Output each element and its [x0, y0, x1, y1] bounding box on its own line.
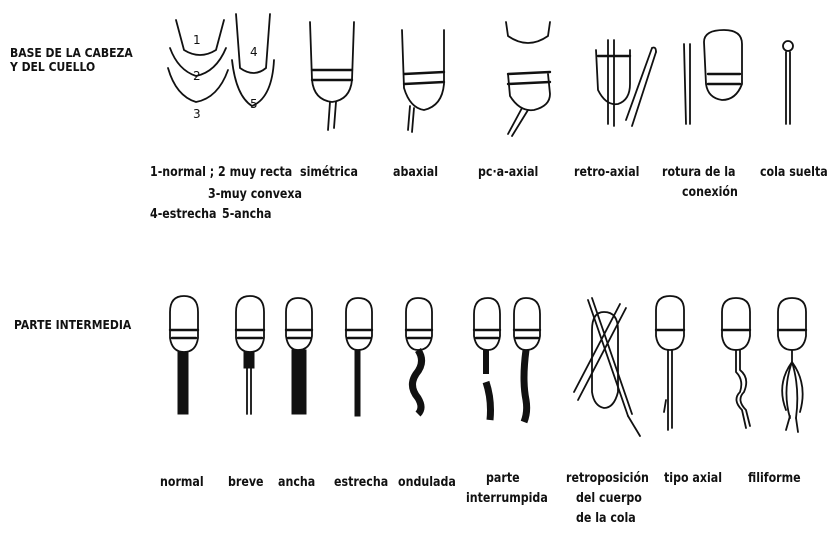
label-breve: breve — [228, 474, 264, 491]
base-number-4: 4 — [250, 45, 258, 59]
base-shape-normal-figure: 1 2 3 — [168, 20, 228, 121]
base-shape-narrow-wide-figure: 4 5 — [232, 14, 274, 111]
head-cola-suelta-figure — [783, 41, 793, 124]
head-paraaxial-figure — [506, 22, 550, 136]
head-abaxial-figure — [402, 30, 444, 132]
label-cola-suelta: cola suelta — [760, 164, 828, 181]
label-ondulada: ondulada — [398, 474, 456, 491]
label-retro-line3: de la cola — [576, 510, 636, 527]
midpiece-normal-figure — [170, 296, 198, 414]
midpiece-ancha-figure — [286, 298, 312, 414]
base-number-5: 5 — [250, 97, 258, 111]
label-ancha: ancha — [278, 474, 315, 491]
label-retroaxial: retro-axial — [574, 164, 639, 181]
midpiece-interrumpida-figure — [474, 298, 540, 422]
midpiece-tipo-axial-figure — [656, 296, 684, 430]
head-retroaxial-figure — [596, 40, 656, 126]
label-filiforme: filiforme — [748, 470, 801, 487]
base-number-2: 2 — [193, 69, 201, 83]
midpiece-retroposicion-figure — [574, 298, 640, 436]
head-simetrica-figure — [310, 22, 354, 130]
label-rotura-line2: conexión — [682, 184, 738, 201]
label-parte-line1: parte — [486, 470, 520, 487]
label-simetrica: simétrica — [300, 164, 358, 181]
midpiece-coiled-figure — [722, 298, 750, 428]
legend-line4: 5-ancha — [222, 206, 271, 223]
legend-line2: 3-muy convexa — [208, 186, 302, 203]
label-paraaxial: pc·a-axial — [478, 164, 538, 181]
midpiece-filiforme-figure — [778, 298, 806, 432]
label-retro-line1: retroposición — [566, 470, 649, 487]
label-parte-line2: interrumpida — [466, 490, 548, 507]
label-abaxial: abaxial — [393, 164, 438, 181]
head-rotura-figure — [684, 30, 742, 124]
base-number-3: 3 — [193, 107, 201, 121]
midpiece-ondulada-figure — [406, 298, 432, 414]
label-retro-line2: del cuerpo — [576, 490, 642, 507]
label-tipo-axial: tipo axial — [664, 470, 722, 487]
legend-line3: 4-estrecha — [150, 206, 216, 223]
label-normal: normal — [160, 474, 204, 491]
legend-line1: 1-normal ; 2 muy recta — [150, 164, 292, 181]
midpiece-estrecha-figure — [346, 298, 372, 416]
label-rotura-line1: rotura de la — [662, 164, 735, 181]
midpiece-breve-figure — [236, 296, 264, 414]
base-number-1: 1 — [193, 33, 201, 47]
label-estrecha: estrecha — [334, 474, 388, 491]
